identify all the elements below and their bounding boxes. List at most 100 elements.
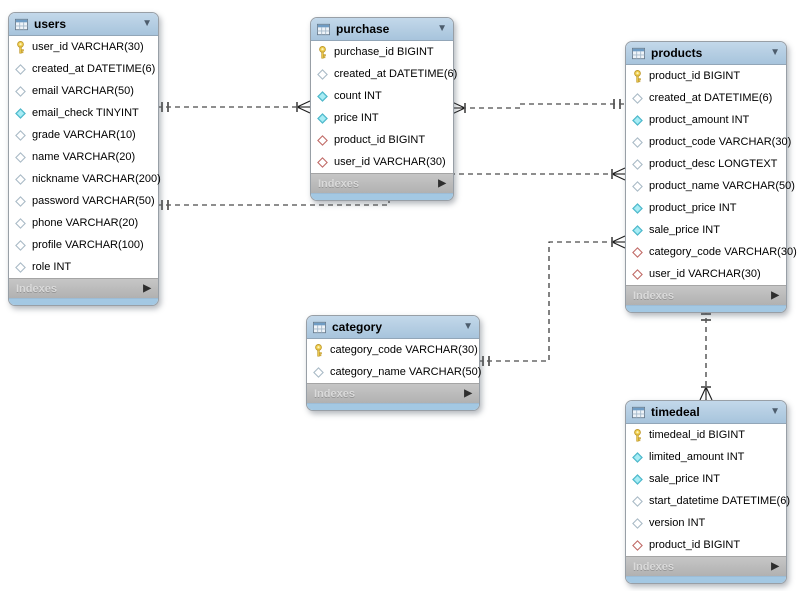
indexes-expand-icon[interactable]: ▶ (438, 178, 446, 189)
column-label: start_datetime DATETIME(6) (649, 494, 790, 507)
table-name: timedeal (651, 405, 700, 419)
indexes-label: Indexes (633, 560, 674, 573)
table-name: purchase (336, 22, 390, 36)
column-label: product_desc LONGTEXT (649, 157, 778, 170)
column-row[interactable]: price INT (311, 107, 453, 129)
column-row[interactable]: password VARCHAR(50) (9, 190, 158, 212)
column-row[interactable]: email_check TINYINT (9, 102, 158, 124)
nullable-column-icon (14, 217, 27, 229)
column-label: created_at DATETIME(6) (334, 67, 458, 80)
column-row[interactable]: product_id BIGINT (311, 129, 453, 151)
foreign-key-icon (316, 156, 329, 168)
column-row[interactable]: category_name VARCHAR(50) (307, 361, 482, 383)
indexes-expand-icon[interactable]: ▶ (771, 561, 779, 572)
column-label: purchase_id BIGINT (334, 45, 434, 58)
column-label: timedeal_id BIGINT (649, 428, 745, 441)
column-label: product_id BIGINT (649, 538, 741, 551)
column-label: phone VARCHAR(20) (32, 216, 139, 229)
column-row[interactable]: limited_amount INT (626, 446, 786, 468)
table-category[interactable]: category▼category_code VARCHAR(30) catego… (306, 315, 482, 411)
column-row[interactable]: product_id BIGINT (626, 65, 786, 87)
column-row[interactable]: profile VARCHAR(100) (9, 234, 158, 256)
relationship-category-products[interactable] (478, 235, 626, 366)
nullable-column-icon (312, 366, 325, 378)
indexes-label: Indexes (16, 282, 57, 295)
column-list: purchase_id BIGINT created_at DATETIME(6)… (311, 41, 457, 173)
relationship-products-timedeal[interactable] (699, 309, 713, 401)
indexes-section[interactable]: Indexes ▶ (626, 556, 786, 576)
table-header[interactable]: users▼ (9, 13, 158, 36)
notnull-column-icon (631, 224, 644, 236)
column-list: user_id VARCHAR(30) created_at DATETIME(6… (9, 36, 161, 278)
table-header[interactable]: products▼ (626, 42, 786, 65)
column-row[interactable]: timedeal_id BIGINT (626, 424, 786, 446)
column-row[interactable]: category_code VARCHAR(30) (626, 241, 797, 263)
column-row[interactable]: product_name VARCHAR(50) (626, 175, 795, 197)
table-collapse-arrow-icon[interactable]: ▼ (770, 406, 780, 417)
column-row[interactable]: email VARCHAR(50) (9, 80, 158, 102)
column-row[interactable]: created_at DATETIME(6) (626, 87, 786, 109)
column-row[interactable]: product_desc LONGTEXT (626, 153, 786, 175)
nullable-column-icon (14, 173, 27, 185)
column-row[interactable]: sale_price INT (626, 468, 786, 490)
column-row[interactable]: name VARCHAR(20) (9, 146, 158, 168)
column-row[interactable]: version INT (626, 512, 786, 534)
column-label: product_price INT (649, 201, 737, 214)
column-row[interactable]: created_at DATETIME(6) (9, 58, 158, 80)
column-label: created_at DATETIME(6) (32, 62, 156, 75)
column-label: sale_price INT (649, 223, 720, 236)
column-row[interactable]: nickname VARCHAR(200) (9, 168, 161, 190)
table-users[interactable]: users▼user_id VARCHAR(30) created_at DATE… (8, 12, 161, 306)
column-row[interactable]: grade VARCHAR(10) (9, 124, 158, 146)
nullable-column-icon (631, 158, 644, 170)
column-row[interactable]: count INT (311, 85, 453, 107)
column-label: limited_amount INT (649, 450, 745, 463)
table-timedeal[interactable]: timedeal ▼ timedeal_id BIGINT limited_amoun… (625, 400, 790, 584)
column-row[interactable]: purchase_id BIGINT (311, 41, 453, 63)
nullable-column-icon (14, 195, 27, 207)
table-footer (307, 403, 479, 410)
column-row[interactable]: user_id VARCHAR(30) (626, 263, 786, 285)
column-row[interactable]: user_id VARCHAR(30) (9, 36, 158, 58)
column-label: user_id VARCHAR(30) (649, 267, 761, 280)
table-collapse-arrow-icon[interactable]: ▼ (437, 23, 447, 34)
column-row[interactable]: user_id VARCHAR(30) (311, 151, 453, 173)
indexes-section[interactable]: Indexes ▶ (9, 278, 158, 298)
column-label: grade VARCHAR(10) (32, 128, 136, 141)
column-row[interactable]: sale_price INT (626, 219, 786, 241)
column-row[interactable]: product_id BIGINT (626, 534, 786, 556)
table-collapse-arrow-icon[interactable]: ▼ (463, 321, 473, 332)
table-header[interactable]: timedeal ▼ (626, 401, 786, 424)
primary-key-icon (312, 343, 325, 357)
table-header[interactable]: category▼ (307, 316, 479, 339)
indexes-section[interactable]: Indexes▶ (311, 173, 453, 193)
column-row[interactable]: phone VARCHAR(20) (9, 212, 158, 234)
relationship-users-purchase[interactable] (157, 100, 311, 114)
column-row[interactable]: category_code VARCHAR(30) (307, 339, 479, 361)
indexes-section[interactable]: Indexes▶ (307, 383, 479, 403)
nullable-column-icon (631, 92, 644, 104)
relationship-purchase-products[interactable] (451, 99, 625, 115)
column-row[interactable]: role INT (9, 256, 158, 278)
column-row[interactable]: product_code VARCHAR(30) (626, 131, 791, 153)
indexes-section[interactable]: Indexes▶ (626, 285, 786, 305)
indexes-expand-icon[interactable]: ▶ (464, 388, 472, 399)
table-footer (626, 576, 786, 583)
table-collapse-arrow-icon[interactable]: ▼ (770, 47, 780, 58)
column-label: profile VARCHAR(100) (32, 238, 144, 251)
column-row[interactable]: created_at DATETIME(6) (311, 63, 457, 85)
indexes-expand-icon[interactable]: ▶ (143, 283, 151, 294)
column-row[interactable]: start_datetime DATETIME(6) (626, 490, 790, 512)
column-label: product_amount INT (649, 113, 750, 126)
column-label: product_name VARCHAR(50) (649, 179, 795, 192)
column-label: category_name VARCHAR(50) (330, 365, 482, 378)
column-row[interactable]: product_price INT (626, 197, 786, 219)
table-header[interactable]: purchase ▼ (311, 18, 453, 41)
table-collapse-arrow-icon[interactable]: ▼ (142, 18, 152, 29)
indexes-expand-icon[interactable]: ▶ (771, 290, 779, 301)
notnull-column-icon (631, 114, 644, 126)
table-purchase[interactable]: purchase ▼purchase_id BIGINT created_at DA… (310, 17, 457, 201)
column-row[interactable]: product_amount INT (626, 109, 786, 131)
